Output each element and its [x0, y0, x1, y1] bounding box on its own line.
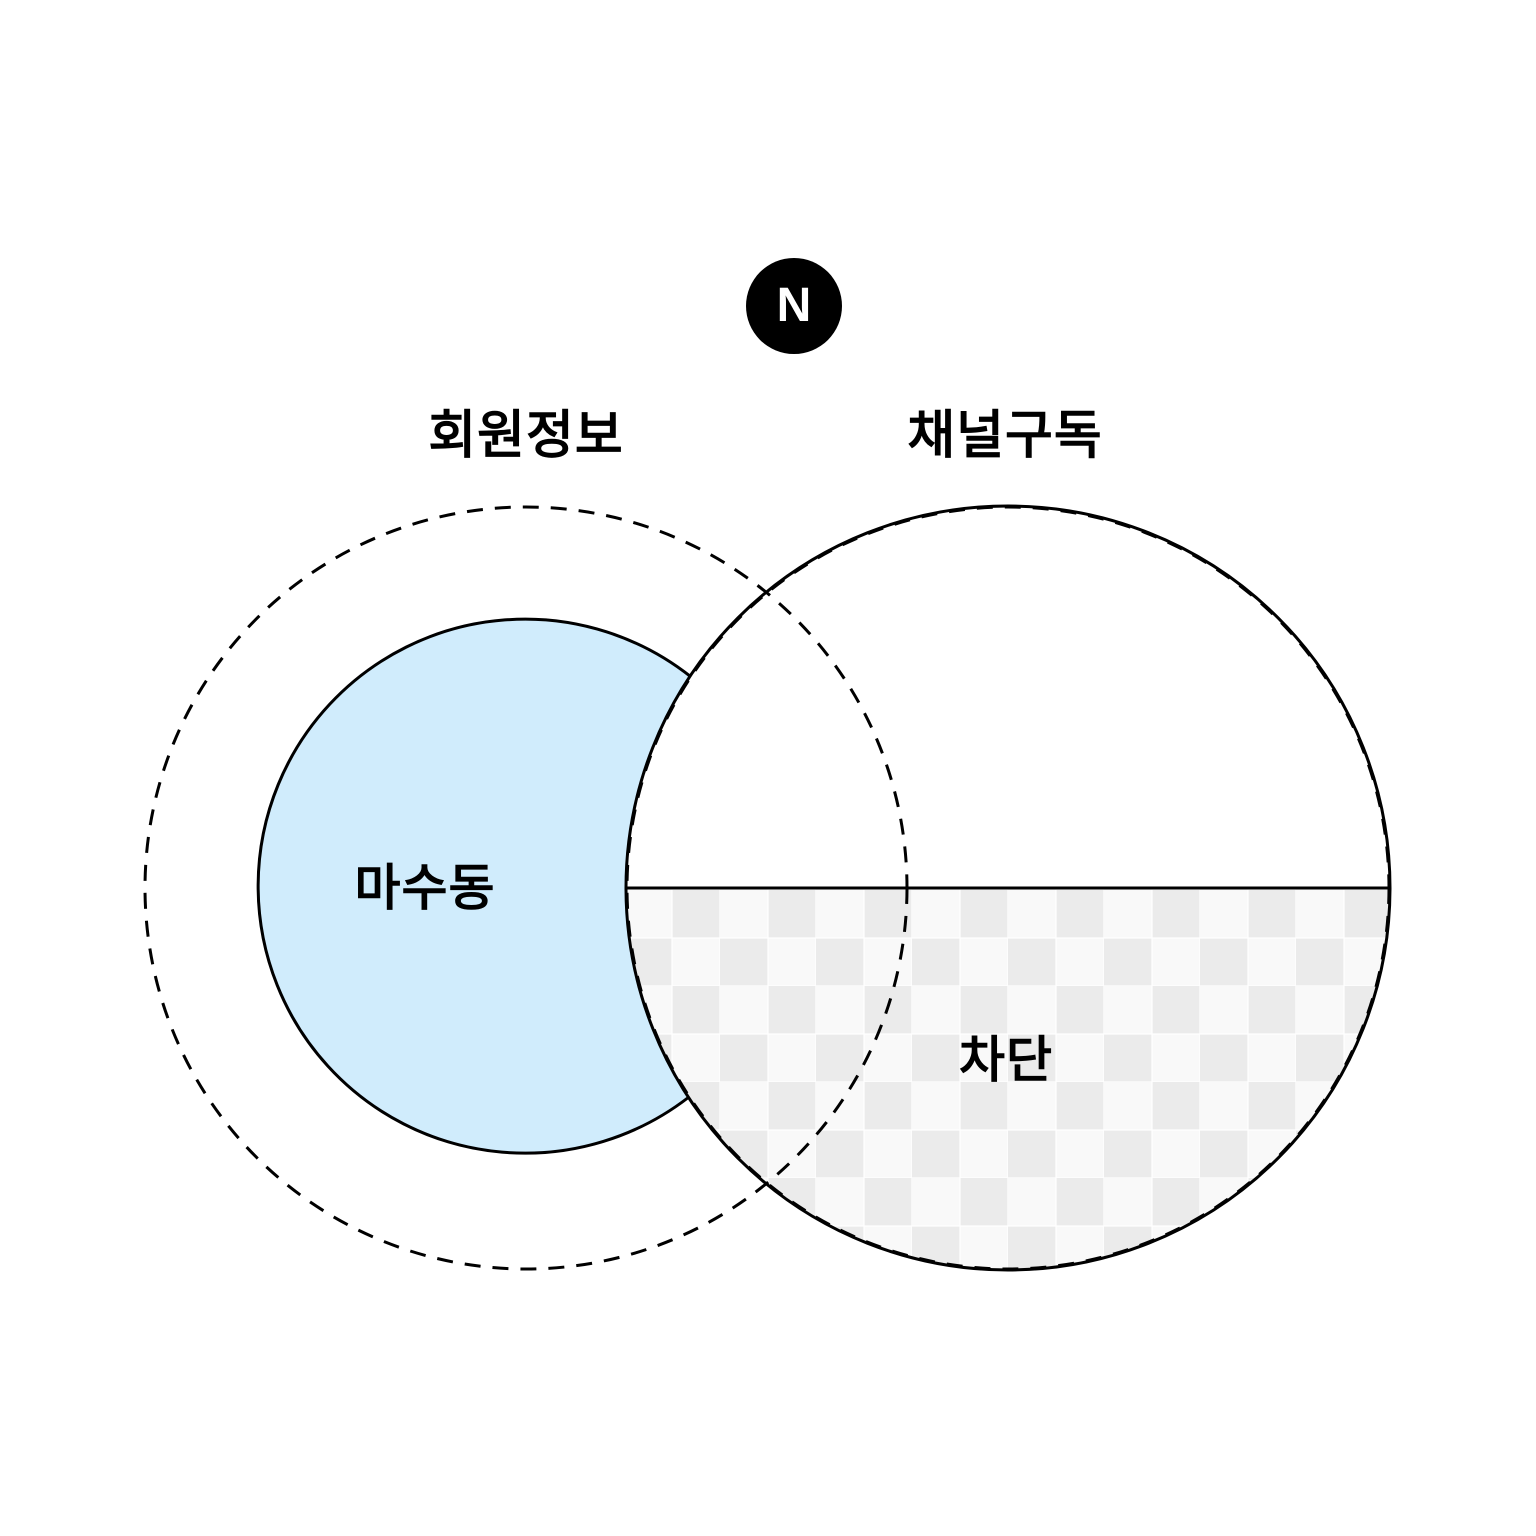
blocked-region: [626, 888, 1390, 1270]
masudong-label: 마수동: [354, 859, 496, 917]
member-info-title: 회원정보: [428, 406, 624, 466]
blocked-label: 차단: [959, 1031, 1053, 1089]
masudong-outline: [256, 617, 692, 1155]
member-info-set-circle: [143, 505, 909, 1271]
channel-subscription-title: 채널구독: [907, 406, 1103, 466]
n-badge-letter: N: [776, 279, 812, 332]
channel-subscription-set-circle: [625, 505, 1391, 1271]
n-badge-icon: N: [746, 258, 842, 354]
